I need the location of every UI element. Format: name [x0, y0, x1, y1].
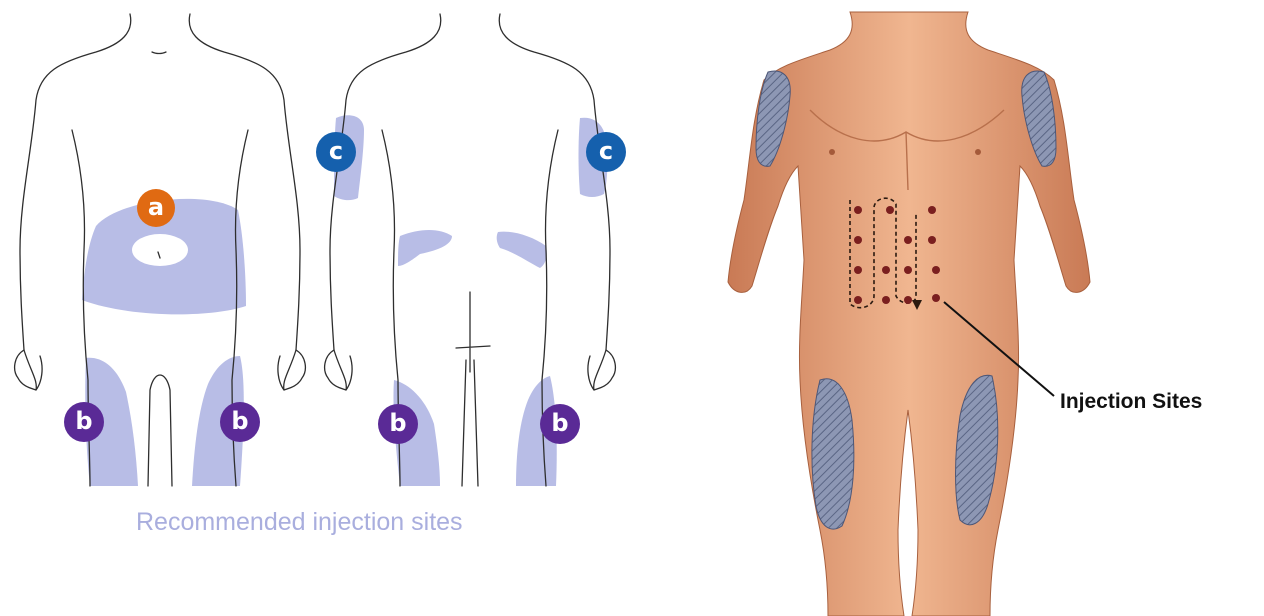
badge-label-c: c: [329, 137, 343, 165]
anatomical-illustration: Injection Sites: [660, 0, 1264, 616]
buttock-lines: [456, 292, 490, 372]
site-dot: [854, 266, 862, 274]
site-dot: [904, 296, 912, 304]
line-art-diagram: a b b b b c c: [0, 0, 660, 616]
site-dot: [886, 206, 894, 214]
site-dot: [904, 236, 912, 244]
back-left-hip-zone: [398, 230, 452, 266]
badge-label-a: a: [148, 193, 164, 221]
badge-label-b: b: [75, 407, 92, 435]
thigh-badge-front-right: b: [220, 402, 260, 442]
badge-label-b: b: [231, 407, 248, 435]
front-crotch-outline: [148, 375, 172, 486]
site-dot: [882, 296, 890, 304]
site-dot: [882, 266, 890, 274]
badge-label-b: b: [389, 409, 406, 437]
right-nipple: [975, 149, 981, 155]
navel-clear-area: [132, 234, 188, 266]
injection-sites-callout: Injection Sites: [1060, 390, 1202, 413]
site-dot: [932, 266, 940, 274]
site-dot: [854, 206, 862, 214]
arm-badge-back-left: c: [316, 132, 356, 172]
left-thigh-site: [812, 379, 854, 529]
site-dot: [854, 236, 862, 244]
thigh-badge-back-left: b: [378, 404, 418, 444]
back-right-hip-zone: [497, 232, 547, 268]
front-hands: [15, 350, 306, 390]
badge-label-b: b: [551, 409, 568, 437]
diagram-caption: Recommended injection sites: [136, 508, 463, 536]
thigh-badge-back-right: b: [540, 404, 580, 444]
badge-label-c: c: [599, 137, 613, 165]
site-dot: [932, 294, 940, 302]
recommended-sites-diagram: a b b b b c c: [0, 0, 660, 616]
site-dot: [928, 236, 936, 244]
abdomen-badge: a: [137, 189, 175, 227]
torso-illustration: Injection Sites: [660, 0, 1264, 616]
left-nipple: [829, 149, 835, 155]
site-dot: [854, 296, 862, 304]
back-crotch-outline: [462, 360, 478, 486]
front-neck-mark: [152, 52, 166, 54]
thigh-badge-front-left: b: [64, 402, 104, 442]
arm-badge-back-right: c: [586, 132, 626, 172]
site-dot: [928, 206, 936, 214]
site-dot: [904, 266, 912, 274]
